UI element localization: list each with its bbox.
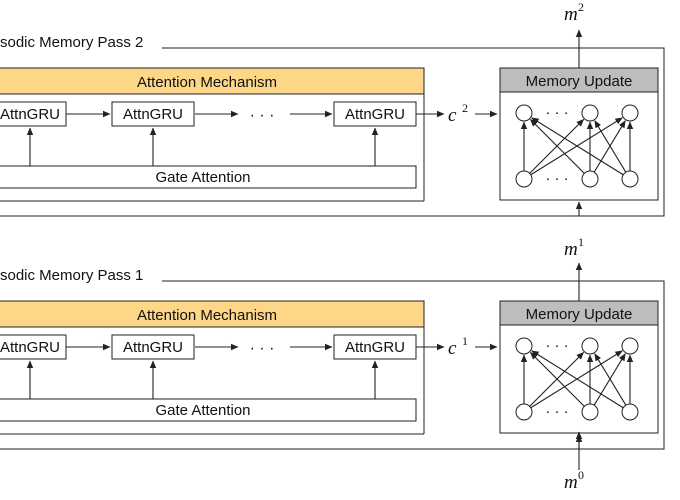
attngru-cell [333, 334, 417, 360]
memory-state-m2-index: 2 [578, 0, 584, 14]
context-vector-var: c [448, 338, 457, 359]
memory-connection [529, 118, 585, 174]
memory-connection [529, 351, 585, 407]
memory-node [515, 403, 533, 421]
memory-node [515, 104, 533, 122]
gate-attention-bar [0, 398, 417, 422]
memory-node [581, 104, 599, 122]
node-ellipsis: · · · [545, 104, 568, 121]
attngru-label: AttnGRU [0, 106, 60, 123]
memory-node [621, 104, 639, 122]
pass-label-bg [0, 36, 162, 54]
memory-update-label: Memory Update [526, 73, 633, 90]
memory-node [621, 170, 639, 188]
cell-ellipsis: · · · [250, 107, 275, 124]
pass-label: sodic Memory Pass 1 [0, 267, 143, 284]
context-vector-index: 1 [462, 334, 468, 348]
attention-header [0, 67, 425, 95]
attngru-label: AttnGRU [345, 106, 405, 123]
context-vector-index: 2 [462, 101, 468, 115]
memory-update-label: Memory Update [526, 306, 633, 323]
gate-attention-label: Gate Attention [155, 169, 250, 186]
memory-node [581, 170, 599, 188]
memory-state-m1-index: 1 [578, 235, 584, 249]
attention-header-label: Attention Mechanism [137, 74, 277, 91]
memory-node [621, 403, 639, 421]
memory-node [581, 337, 599, 355]
context-vector-var: c [448, 105, 457, 126]
attngru-label: AttnGRU [0, 339, 60, 356]
memory-state-m1-var: m [564, 239, 578, 260]
memory-state-m0-var: m [564, 472, 578, 493]
memory-node [515, 170, 533, 188]
memory-state-m0-index: 0 [578, 468, 584, 482]
memory-node [621, 337, 639, 355]
node-ellipsis: · · · [545, 337, 568, 354]
cell-ellipsis: · · · [250, 340, 275, 357]
attngru-label: AttnGRU [123, 339, 183, 356]
attngru-cell [111, 101, 195, 127]
attngru-cell [0, 334, 67, 360]
attngru-cell [111, 334, 195, 360]
memory-pass-2: sodic Memory Pass 2 Attention MechanismAt… [0, 29, 665, 217]
gate-attention-bar [0, 165, 417, 189]
pass-frame [0, 47, 665, 217]
node-ellipsis: · · · [545, 403, 568, 420]
memory-node [581, 403, 599, 421]
memory-connection [531, 117, 624, 176]
memory-pass-1: sodic Memory Pass 1 Attention MechanismAt… [0, 262, 665, 450]
attention-header-label: Attention Mechanism [137, 307, 277, 324]
memory-connection [594, 120, 627, 173]
pass-label: sodic Memory Pass 2 [0, 34, 143, 51]
attngru-label: AttnGRU [345, 339, 405, 356]
memory-connection [531, 350, 624, 409]
gate-attention-label: Gate Attention [155, 402, 250, 419]
pass-label-bg [0, 269, 162, 287]
attention-header [0, 300, 425, 328]
memory-state-m2-var: m [564, 4, 578, 25]
attngru-label: AttnGRU [123, 106, 183, 123]
memory-node [515, 337, 533, 355]
memory-connection [594, 353, 627, 406]
memory-update-header [499, 67, 659, 93]
pass-frame [0, 280, 665, 450]
memory-update-header [499, 300, 659, 326]
node-ellipsis: · · · [545, 170, 568, 187]
